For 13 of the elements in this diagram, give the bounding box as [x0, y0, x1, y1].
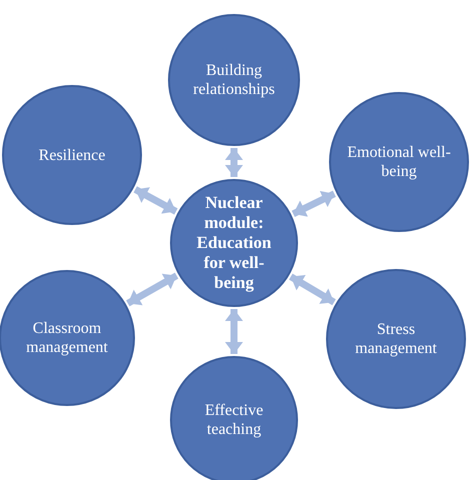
double-arrow: [292, 190, 336, 218]
node-label: Building relationships: [192, 61, 276, 99]
center-label: Nuclear module: Education for well-being: [196, 193, 272, 293]
node-label: Stress management: [354, 320, 438, 358]
double-arrow: [225, 148, 243, 177]
node-label: Emotional well-being: [346, 143, 452, 181]
node-label: Classroom management: [25, 319, 109, 357]
node-label: Effective teaching: [204, 401, 264, 439]
double-arrow: [289, 274, 336, 306]
node-label: Resilience: [38, 146, 106, 164]
double-arrow: [225, 309, 243, 354]
double-arrow: [134, 186, 178, 215]
double-arrow: [126, 272, 178, 306]
